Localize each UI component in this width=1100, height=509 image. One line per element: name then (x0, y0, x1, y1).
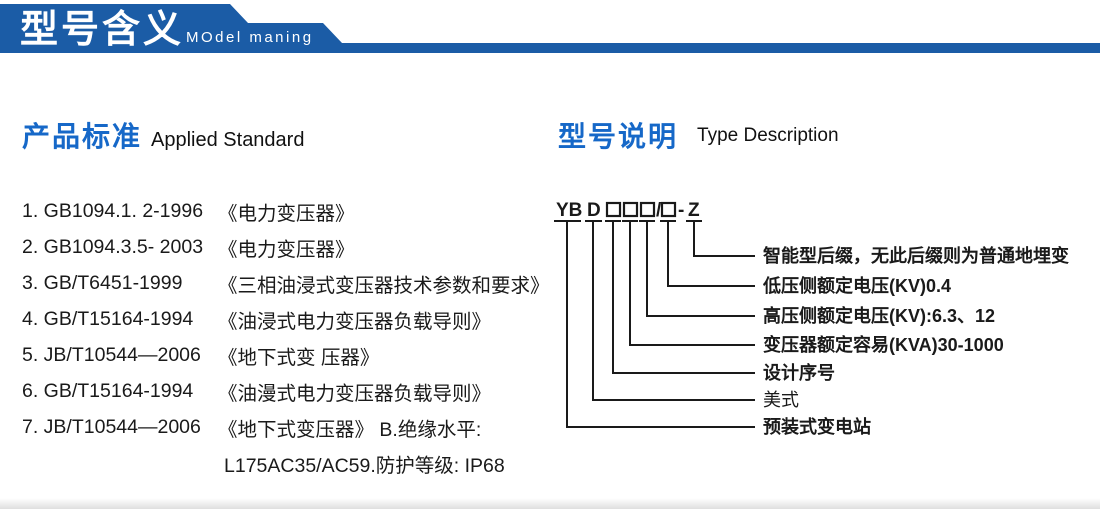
standard-item: 2. GB1094.3.5- 2003 《电力变压器》 (22, 229, 567, 265)
connector-lines (566, 221, 755, 428)
page-title: 型号含义 (20, 9, 185, 51)
standard-title: 《三相油浸式变压器技术参数和要求》 (218, 274, 550, 297)
banner-polygon (0, 4, 1100, 53)
code-dash: - (678, 200, 684, 221)
code-slash: / (656, 200, 662, 221)
standard-code: 1. GB1094.1. 2-1996 (22, 199, 204, 222)
code-prefix: YB (556, 200, 582, 221)
code-series: D (587, 200, 601, 221)
type-designation-diagram: YB D / - Z 智能型后缀，无此后缀则为普 (554, 200, 1069, 437)
standard-code: 6. GB/T15164-1994 (22, 379, 194, 402)
standard-item: 3. GB/T6451-1999 《三相油浸式变压器技术参数和要求》 (22, 265, 567, 301)
code-slot-hv (639, 201, 656, 218)
standard-title: 《地下式变压器》 B.绝缘水平: (218, 418, 482, 441)
standard-code: 4. GB/T15164-1994 (22, 307, 194, 330)
code-slot-lv (660, 201, 677, 218)
type-heading-zh: 型号说明 (558, 121, 679, 152)
standard-title: 《油漫式电力变压器负载导则》 (218, 382, 492, 405)
page-bottom-strip (0, 498, 1100, 509)
label-smart-suffix: 智能型后缀，无此后缀则为普通地埋变 (763, 245, 1069, 266)
type-heading: 型号说明 Type Description (558, 115, 839, 155)
standard-item: 7. JB/T10544—2006 《地下式变压器》 B.绝缘水平: (22, 409, 567, 445)
standard-title: 《地下式变 压器》 (218, 346, 380, 369)
code-slot-capacity2 (622, 201, 639, 218)
page-subtitle: MOdel maning (186, 29, 314, 46)
type-heading-en: Type Description (697, 125, 839, 146)
standard-title: 《电力变压器》 (218, 202, 355, 225)
standards-heading-zh: 产品标准 (22, 121, 143, 152)
banner-shape (0, 4, 1100, 53)
standard-title: 《油浸式电力变压器负载导则》 (218, 310, 492, 333)
standard-item: 1. GB1094.1. 2-1996 《电力变压器》 (22, 193, 567, 229)
code-suffix: Z (688, 200, 700, 221)
label-lv-voltage: 低压侧额定电压(KV)0.4 (762, 275, 951, 296)
standard-code: 3. GB/T6451-1999 (22, 271, 183, 294)
standard-item: 5. JB/T10544—2006 《地下式变 压器》 (22, 337, 567, 373)
standards-list: 1. GB1094.1. 2-1996 《电力变压器》 2. GB1094.3.… (22, 193, 567, 481)
label-capacity: 变压器额定容易(KVA)30-1000 (763, 334, 1004, 355)
standard-continuation: L175AC35/AC59.防护等级: IP68 (224, 454, 505, 477)
standard-title: 《电力变压器》 (218, 238, 355, 261)
standard-item: 6. GB/T15164-1994 《油漫式电力变压器负载导则》 (22, 373, 567, 409)
standards-heading: 产品标准 Applied Standard (22, 115, 304, 155)
label-design-serial: 设计序号 (763, 362, 835, 383)
label-prefab-substation: 预装式变电站 (763, 416, 871, 437)
label-american-style: 美式 (763, 390, 799, 410)
standard-code: 2. GB1094.3.5- 2003 (22, 235, 204, 258)
standard-code: 5. JB/T10544—2006 (22, 343, 201, 366)
standard-code: 7. JB/T10544—2006 (22, 415, 201, 438)
label-hv-voltage: 高压侧额定电压(KV):6.3、12 (763, 305, 995, 326)
standard-item: 4. GB/T15164-1994 《油浸式电力变压器负载导则》 (22, 301, 567, 337)
code-slot-capacity (605, 201, 622, 218)
standards-heading-en: Applied Standard (151, 129, 305, 151)
